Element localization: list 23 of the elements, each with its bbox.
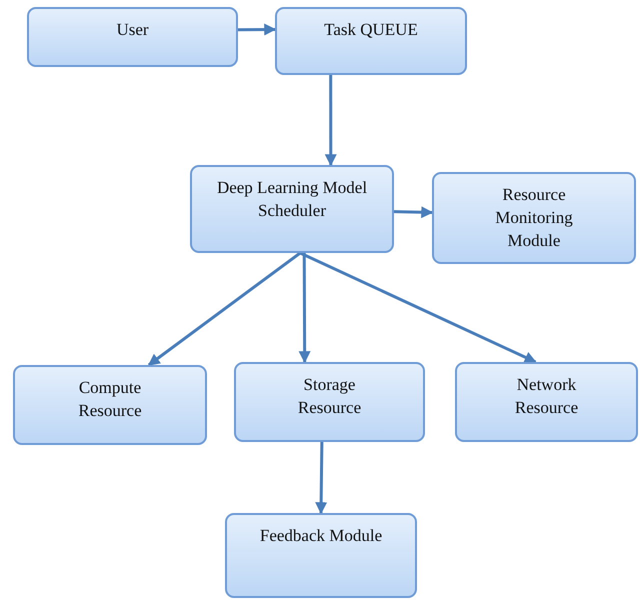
box-label: Storage Resource xyxy=(296,374,362,419)
process-box xyxy=(190,165,394,253)
process-box xyxy=(225,513,417,598)
arrow xyxy=(315,442,328,514)
box-label: Network Resource xyxy=(514,374,580,419)
process-box xyxy=(432,172,636,264)
box-label: Deep Learning Model Scheduler xyxy=(216,177,368,222)
box-label: Compute Resource xyxy=(77,377,143,422)
box-label: Task QUEUE xyxy=(324,19,418,41)
box-label: User xyxy=(116,19,149,41)
arrow xyxy=(324,75,337,166)
arrow xyxy=(298,253,311,364)
arrow xyxy=(238,24,276,36)
box-label: Feedback Module xyxy=(260,525,382,547)
box-label: Resource Monitoring Module xyxy=(494,184,574,252)
process-box xyxy=(13,365,207,445)
arrow xyxy=(300,252,537,364)
arrow xyxy=(148,252,302,366)
arrow xyxy=(394,206,434,218)
process-box xyxy=(275,7,467,75)
process-box xyxy=(234,362,425,442)
process-box xyxy=(27,7,238,67)
process-box xyxy=(455,362,638,442)
